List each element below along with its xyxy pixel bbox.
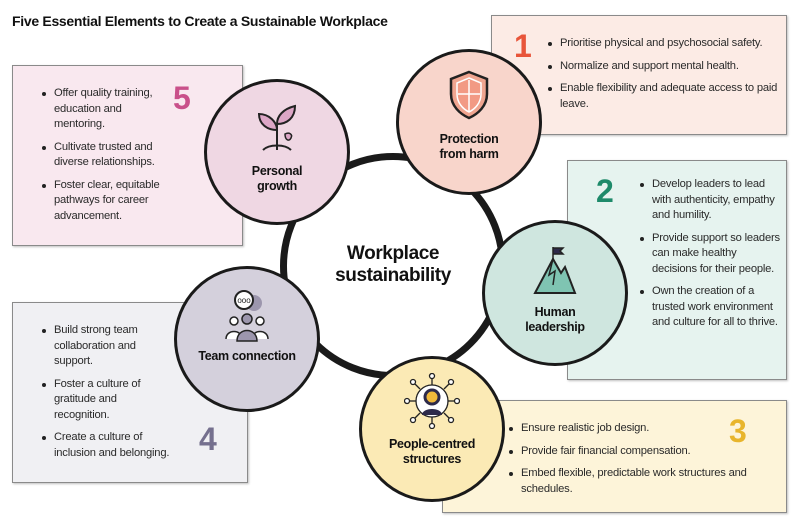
circle-label: Personal (251, 164, 303, 178)
center-line-1: Workplace (346, 243, 440, 264)
bullet: Foster clear, equitable pathways for car… (40, 178, 175, 225)
element-3-number: 3 (729, 413, 747, 449)
circle-people-centred-structures: People-centred structures (359, 356, 505, 502)
circle-protection-from-harm: Protection from harm (396, 49, 542, 195)
svg-text:ooo: ooo (237, 296, 251, 305)
circle-human-leadership: Human leadership (482, 220, 628, 366)
bullet: Own the creation of a trusted work envir… (638, 284, 783, 331)
circle-label: Team connection (198, 349, 296, 363)
bullet: Build strong team collaboration and supp… (40, 323, 170, 370)
person-network-icon (404, 373, 460, 429)
center-line-2: sustainability (335, 265, 451, 286)
bullet: Embed flexible, predictable work structu… (507, 466, 757, 497)
circle-label: from harm (439, 147, 499, 161)
page-title: Five Essential Elements to Create a Sust… (12, 13, 388, 29)
circle-label: growth (257, 179, 297, 193)
shield-icon (449, 70, 489, 120)
bullet: Offer quality training, education and me… (40, 86, 175, 133)
bullet: Prioritise physical and psychosocial saf… (546, 36, 781, 52)
circle-label: Human (534, 305, 576, 319)
circle-team-connection: ooo Team connection (174, 266, 320, 412)
sprout-icon (257, 104, 297, 151)
bullet: Create a culture of inclusion and belong… (40, 430, 170, 461)
center-title: Workplace sustainability (300, 243, 486, 287)
bullet: Provide fair financial compensation. (507, 444, 757, 460)
bullet: Develop leaders to lead with authenticit… (638, 177, 783, 224)
mountain-flag-icon (533, 247, 577, 294)
element-1-number: 1 (514, 28, 532, 64)
bullet: Provide support so leaders can make heal… (638, 231, 783, 278)
circle-personal-growth: Personal growth (204, 79, 350, 225)
bullet: Foster a culture of gratitude and recogn… (40, 377, 170, 424)
bullet: Cultivate trusted and diverse relationsh… (40, 140, 175, 171)
circle-label: Protection (439, 132, 499, 146)
team-chat-icon: ooo (225, 290, 269, 342)
circle-label: leadership (525, 320, 585, 334)
element-5-number: 5 (173, 80, 191, 116)
element-4-number: 4 (199, 421, 217, 457)
bullet: Ensure realistic job design. (507, 421, 757, 437)
circle-label: structures (402, 452, 462, 466)
bullet: Enable flexibility and adequate access t… (546, 81, 781, 112)
circle-label: People-centred (388, 437, 476, 451)
bullet: Normalize and support mental health. (546, 59, 781, 75)
element-2-number: 2 (596, 173, 614, 209)
